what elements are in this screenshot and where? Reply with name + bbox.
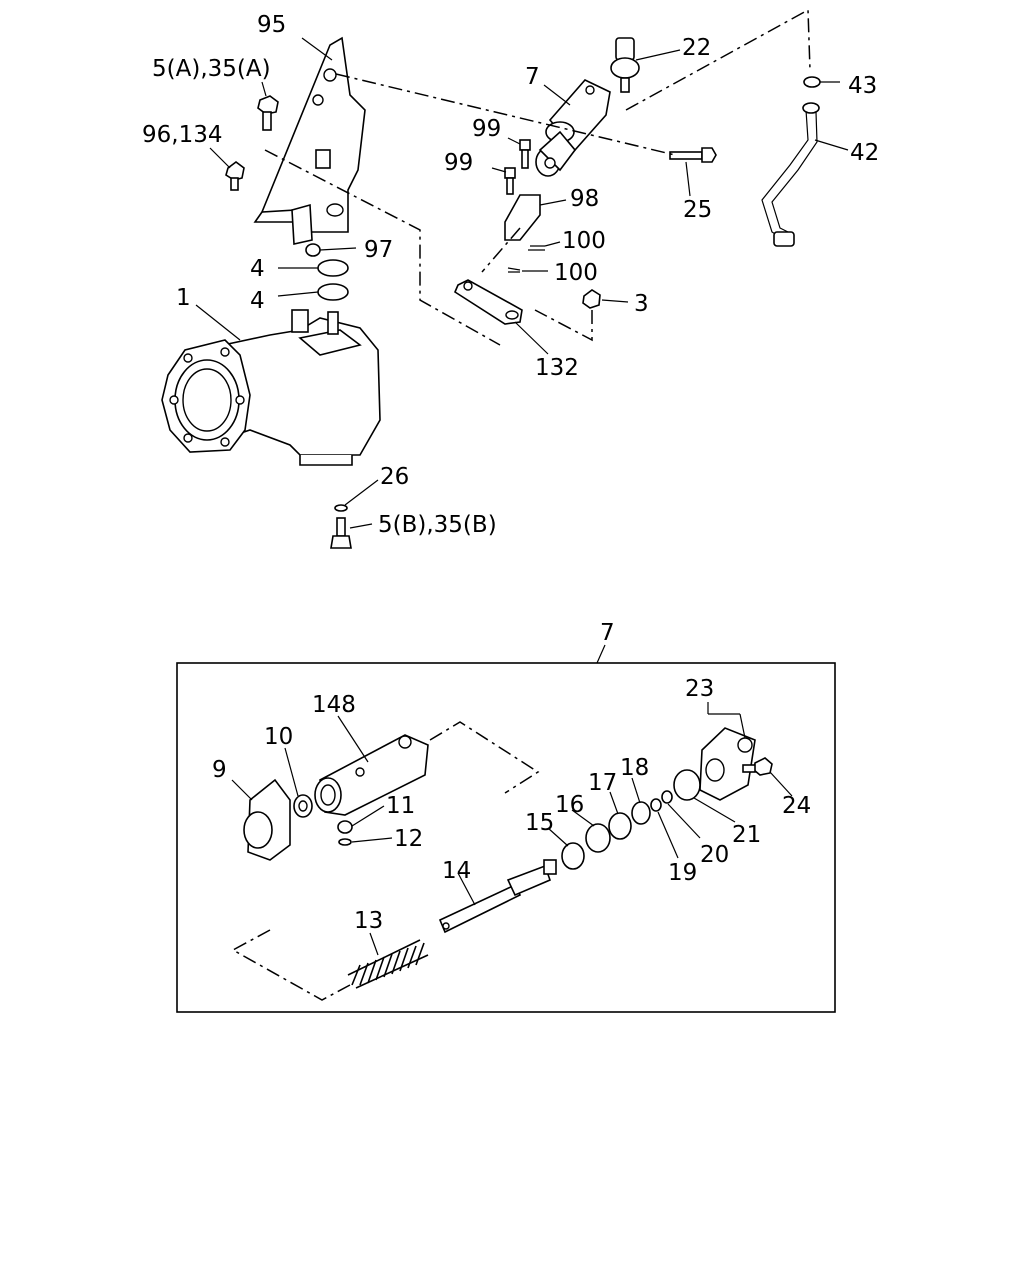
callout-18: 18 [620,755,649,781]
seal-18 [631,801,651,825]
cup-16 [585,823,611,853]
callout-26: 26 [380,464,409,490]
callout-132: 132 [535,355,579,381]
callout-148: 148 [312,692,356,718]
clip-20 [661,790,673,804]
nut-11 [337,820,353,834]
assembly-lines-box [231,721,540,1001]
callout-5a-35a: 5(A),35(A) [152,56,271,82]
pin-99-lower [504,167,516,195]
callout-9: 9 [212,757,227,783]
o-ring-4-lower [317,283,349,301]
callout-98: 98 [570,186,599,212]
callout-100-upper: 100 [562,228,606,254]
washer-26 [334,504,348,512]
assembly-lines-top [264,8,811,346]
callout-25: 25 [683,197,712,223]
leader-lines-top [195,37,849,529]
bolt-24 [742,757,773,776]
callout-10: 10 [264,724,293,750]
o-ring-4-upper [317,259,349,277]
flange-23 [699,727,756,801]
callout-100-lower: 100 [554,260,598,286]
boot-9 [243,778,291,861]
callout-17: 17 [588,770,617,796]
nut-97 [305,243,321,257]
callout-7-box: 7 [600,620,615,646]
callout-12: 12 [394,826,423,852]
piston-15 [561,842,585,870]
callout-99-upper: 99 [472,116,501,142]
callout-20: 20 [700,842,729,868]
seal-17 [608,812,632,840]
washer-12 [338,838,352,846]
callout-42: 42 [850,140,879,166]
callout-3: 3 [634,291,649,317]
cylinder-7 [535,79,611,177]
callout-22: 22 [682,35,711,61]
fitting-22 [610,37,640,93]
callout-96-134: 96,134 [142,122,222,148]
bolt-5a-35a [257,95,279,131]
split-pin-100-lower [507,267,521,273]
bolt-25 [669,147,717,163]
callout-21: 21 [732,822,761,848]
callout-43: 43 [848,73,877,99]
callout-5b-35b: 5(B),35(B) [378,512,497,538]
split-pin-100-upper [528,245,545,251]
housing-1 [161,309,381,466]
callout-4-upper: 4 [250,256,265,282]
nut-3 [582,289,601,309]
gasket-21 [673,769,701,801]
callout-23: 23 [685,676,714,702]
pipe-42 [761,102,820,247]
callout-14: 14 [442,858,471,884]
callout-1: 1 [176,285,191,311]
callout-11: 11 [386,793,415,819]
callout-15: 15 [525,810,554,836]
callout-97: 97 [364,237,393,263]
o-ring-43 [803,76,821,88]
callout-24: 24 [782,793,811,819]
leader-lines-box [231,702,793,956]
clevis-98 [504,194,541,241]
pushrod-14 [438,859,557,934]
callout-19: 19 [668,860,697,886]
pin-99-upper [519,139,531,169]
bolt-5b-35b [330,517,352,549]
callout-4-lower: 4 [250,288,265,314]
callout-13: 13 [354,908,383,934]
bracket-95 [253,36,366,245]
callout-7-top: 7 [525,64,540,90]
bolt-96-134 [225,161,245,191]
detail-box-7 [176,662,836,1013]
callout-95: 95 [257,12,286,38]
callout-99-lower: 99 [444,150,473,176]
washer-19 [650,798,662,812]
cylinder-body-148 [314,734,429,816]
spring-13 [347,939,429,989]
lever-132 [453,279,523,325]
callout-16: 16 [555,792,584,818]
